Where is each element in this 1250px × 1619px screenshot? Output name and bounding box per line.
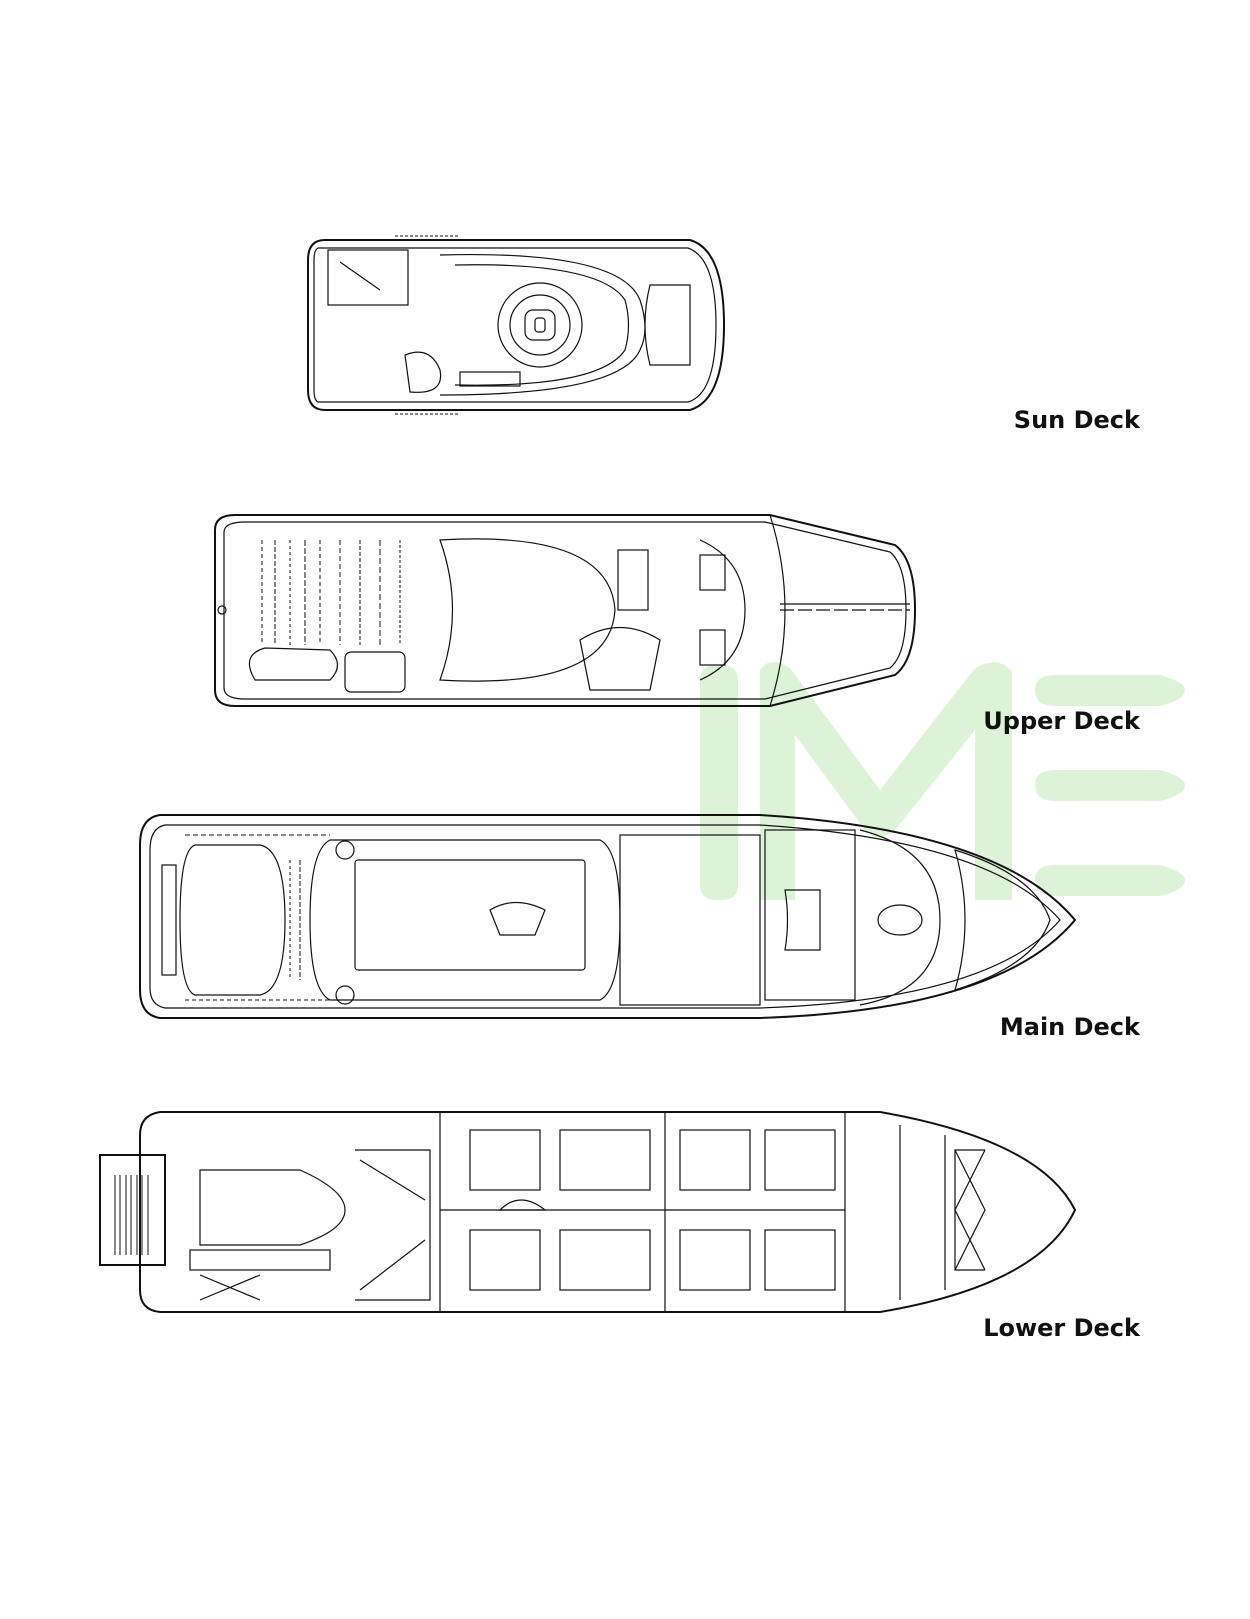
main-deck-plan bbox=[139, 814, 1077, 1019]
lower-deck-plan bbox=[99, 1111, 1077, 1313]
main-deck-aft-hatching bbox=[185, 824, 600, 1001]
sun-deck-label: Sun Deck bbox=[1013, 406, 1140, 434]
upper-deck-plan bbox=[214, 514, 917, 707]
sun-deck-plan bbox=[307, 235, 726, 415]
lower-deck-label: Lower Deck bbox=[983, 1314, 1140, 1342]
upper-deck-aft-hatching bbox=[261, 540, 401, 645]
swim-platform-hatching bbox=[114, 1175, 149, 1255]
upper-deck-label: Upper Deck bbox=[983, 707, 1140, 735]
main-deck-label: Main Deck bbox=[999, 1013, 1140, 1041]
watermark-logo bbox=[700, 661, 1185, 900]
